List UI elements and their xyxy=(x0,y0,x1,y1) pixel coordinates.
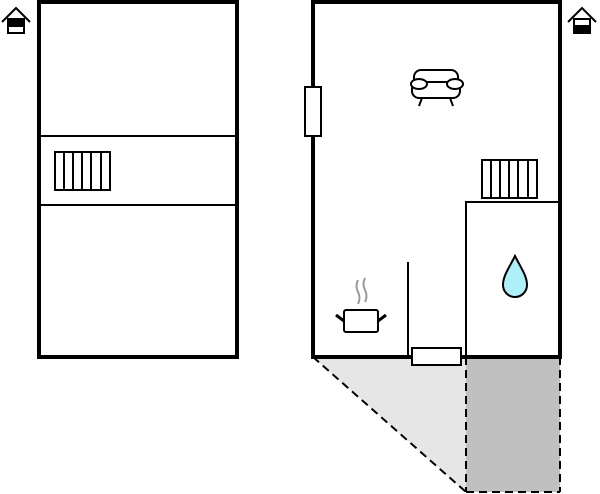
terrace xyxy=(313,357,466,492)
cooking-pot-icon xyxy=(335,277,387,333)
sofa-icon xyxy=(410,69,464,107)
window xyxy=(304,86,322,137)
water-drop-icon xyxy=(501,253,529,298)
outdoor-boundary xyxy=(312,356,561,493)
door xyxy=(411,347,462,366)
house-floor-upper-icon xyxy=(1,6,31,34)
outdoor-area xyxy=(466,357,560,492)
radiator-icon xyxy=(54,151,111,191)
house-floor-lower-icon xyxy=(567,6,597,34)
radiator-icon xyxy=(481,159,538,199)
